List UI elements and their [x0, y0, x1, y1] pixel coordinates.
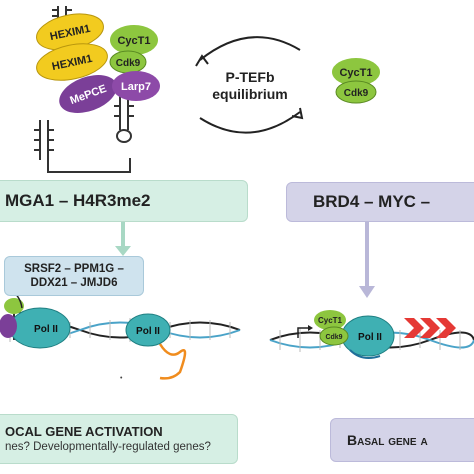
rna-5prime-mark: • [120, 375, 123, 382]
equilibrium-line1: P-TEFb [226, 69, 275, 85]
tss-arrow [297, 327, 308, 338]
factors-line1: SRSF2 – PPM1G – [24, 263, 124, 275]
factors-line2: DDX21 – JMJD6 [30, 277, 118, 289]
left-purple-factor [0, 314, 17, 338]
equilibrium-arrows [195, 36, 304, 134]
right-footer-title: Basal gene a [347, 432, 428, 448]
cyct1-label: CycT1 [117, 35, 150, 47]
left-banner-label: MGA1 – H4R3me2 [5, 191, 151, 210]
mepce-shape [59, 75, 117, 113]
left-green-factor [4, 298, 24, 314]
free-cyct1-shape [332, 58, 380, 86]
down-arrow-left [115, 222, 131, 256]
larp7-shape [112, 71, 160, 101]
right-mechanism-banner: BRD4 – MYC – [286, 182, 474, 222]
left-mechanism-banner: MGA1 – H4R3me2 [0, 180, 248, 222]
right-footer-box: Basal gene a [330, 418, 474, 462]
hexim1-bottom-shape [36, 43, 108, 81]
nascent-rna [158, 343, 187, 380]
free-cyct1-label: CycT1 [339, 67, 372, 79]
tss-arrow-head [308, 325, 313, 331]
middle-pol2-shape [125, 313, 171, 347]
middle-pol2-label: Pol II [136, 326, 160, 337]
right-cyct1-shape [314, 310, 346, 330]
cdk9-label: Cdk9 [116, 58, 141, 69]
splicing-factors-box: SRSF2 – PPM1G – DDX21 – JMJD6 [4, 256, 144, 296]
right-cyct1-label: CycT1 [318, 316, 343, 325]
larp7-label: Larp7 [121, 81, 151, 93]
left-footer-box: OCAL GENE ACTIVATION nes? Developmentall… [0, 414, 238, 464]
equilibrium-line2: equilibrium [212, 86, 287, 102]
right-rna [349, 349, 381, 359]
down-arrow-right [359, 222, 375, 298]
right-banner-label: BRD4 – MYC – [313, 192, 431, 211]
cyct1-shape [110, 25, 158, 55]
free-cdk9-shape [335, 80, 377, 104]
right-cdk9-shape [319, 326, 349, 346]
right-pol2-label: Pol II [358, 332, 382, 343]
left-footer-subtitle: nes? Developmentally-regulated genes? [5, 441, 211, 453]
right-cdk9-label: Cdk9 [325, 334, 342, 341]
elongation-chevrons [404, 318, 456, 338]
left-footer-title: OCAL GENE ACTIVATION [5, 424, 163, 439]
left-pol2-label: Pol II [34, 324, 58, 335]
free-cdk9-label: Cdk9 [344, 88, 369, 99]
